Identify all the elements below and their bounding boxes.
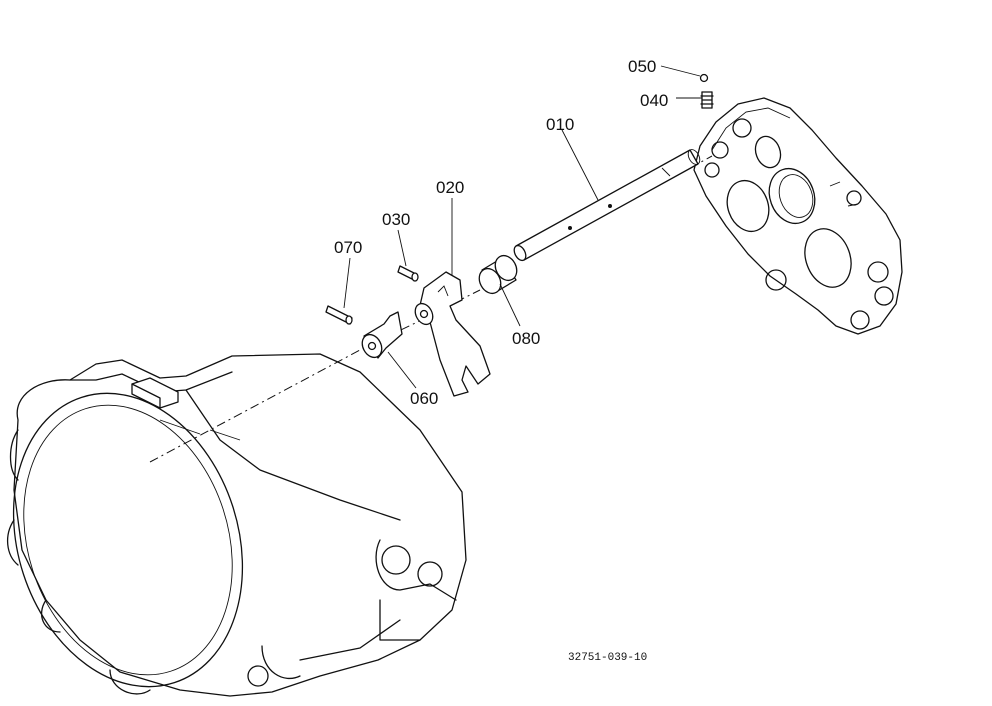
transmission-case [7,353,467,697]
callout-010: 010 [546,115,574,134]
detent-ball [699,73,709,83]
callout-020: 020 [436,178,464,197]
spring-pin-070 [325,305,353,325]
callout-040: 040 [640,91,668,110]
drawing-code: 32751-039-10 [568,652,647,664]
assembly-axis-line [149,155,713,463]
shift-fork [414,271,491,397]
gear-cover-plate [693,97,903,335]
callout-070: 070 [334,238,362,257]
callout-050: 050 [628,57,656,76]
callout-060: 060 [410,389,438,408]
shift-rod [513,149,701,262]
detent-spring [700,91,714,109]
shift-block [361,311,403,359]
spring-pin-030 [397,265,419,282]
leader-lines [343,65,702,389]
spacer-collar [478,254,518,295]
callout-030: 030 [382,210,410,229]
callout-080: 080 [512,329,540,348]
